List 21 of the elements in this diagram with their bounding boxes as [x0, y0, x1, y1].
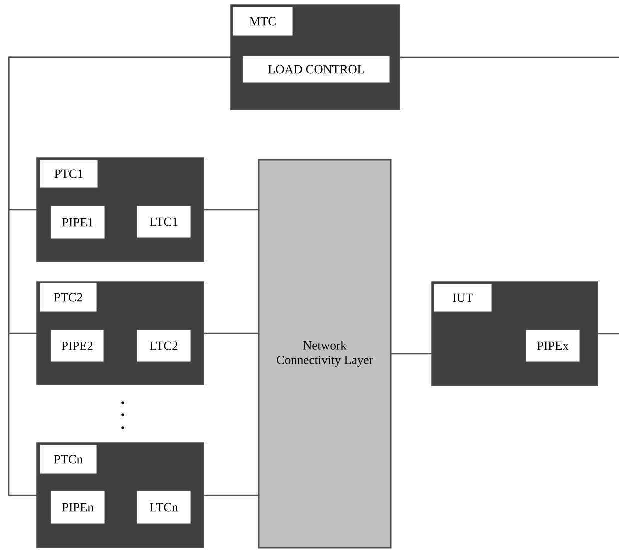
connector-line — [400, 56, 619, 58]
module-box: PTCn — [40, 444, 98, 474]
module-box: LOAD CONTROL — [242, 56, 390, 84]
module-box: MTC — [232, 6, 294, 36]
module-box: PIPE2 — [50, 330, 104, 362]
layer-box: Network Connectivity Layer — [258, 159, 392, 549]
connector-line — [598, 333, 619, 335]
connector-line — [204, 209, 259, 211]
module-box: IUT — [434, 284, 492, 312]
connector-line — [204, 494, 259, 496]
module-box: PIPE1 — [50, 206, 106, 240]
module-box: PTC2 — [40, 282, 98, 312]
connector-line — [391, 353, 432, 355]
connector-line — [204, 332, 259, 334]
connector-line — [8, 56, 231, 496]
module-box: PIPEx — [526, 330, 580, 362]
module-box: LTC2 — [136, 330, 192, 362]
module-box: PTC1 — [40, 160, 98, 188]
module-box: LTCn — [136, 490, 192, 524]
module-box: PIPEn — [50, 490, 106, 524]
module-box: LTC1 — [136, 206, 192, 238]
